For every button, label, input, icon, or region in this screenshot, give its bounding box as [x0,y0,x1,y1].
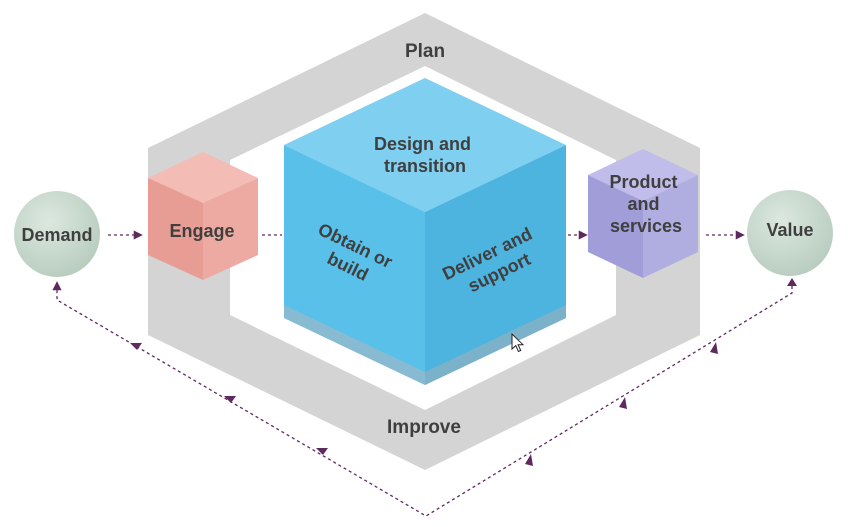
design-transition-line-2: transition [384,156,466,176]
improve-label: Improve [387,417,461,438]
value-circle [747,190,833,276]
engage-cube [148,152,258,280]
value-label: Value [766,220,813,240]
demand-label: Demand [21,225,92,245]
flow-arrows [52,230,793,517]
plan-label: Plan [405,41,445,62]
demand-circle [14,191,100,277]
loop-arrowheads [130,278,797,466]
central-cube [284,78,566,385]
product-services-label: Product and services [609,172,682,236]
engage-label: Engage [169,221,234,241]
product-services-line-1: Product [609,172,677,192]
product-services-line-2: and [627,194,659,214]
product-services-line-3: services [610,216,682,236]
design-transition-label: Design and transition [374,134,476,176]
product-services-cube [588,149,698,278]
design-transition-line-1: Design and [374,134,471,154]
mouse-pointer-icon [511,332,525,353]
